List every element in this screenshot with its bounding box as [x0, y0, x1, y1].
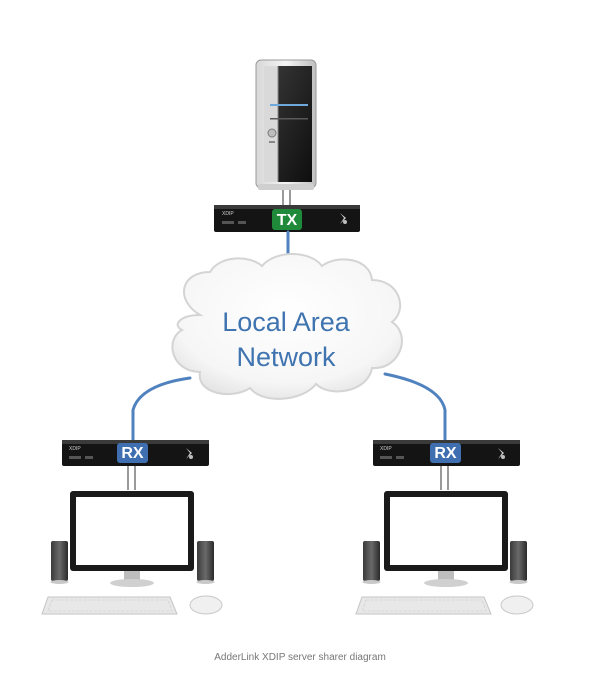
- transmitter-brand: XDIP: [222, 211, 234, 217]
- lan-label-line1: Local Area: [222, 307, 351, 337]
- rx-badge-right: [430, 443, 461, 463]
- adder-logo-icon: [498, 448, 505, 459]
- rx-left-cables: [127, 466, 136, 490]
- monitor-icon: [70, 491, 194, 587]
- speaker-icon: [196, 541, 215, 584]
- rx-badge-right-label: RX: [434, 445, 457, 462]
- receiver-right-brand: XDIP: [380, 446, 392, 452]
- adder-logo-icon: [186, 448, 193, 459]
- speaker-icon: [362, 541, 381, 584]
- transmitter-unit: XDIP TX: [214, 205, 360, 232]
- rx-right-cables: [440, 466, 449, 490]
- rx-badge-left-label: RX: [121, 445, 144, 462]
- keyboard-icon: [41, 596, 178, 615]
- workstation-right: [355, 491, 534, 615]
- diagram-caption: AdderLink XDIP server sharer diagram: [214, 652, 386, 663]
- rx-badge-left: [117, 443, 148, 463]
- tx-badge-label: TX: [277, 212, 298, 229]
- link-lan-to-rx-right: [383, 372, 447, 442]
- receiver-unit-right: XDIP RX: [373, 440, 520, 466]
- mouse-icon: [189, 595, 223, 615]
- server-tower-icon: [255, 59, 317, 190]
- receiver-left-brand: XDIP: [69, 446, 81, 452]
- tx-badge: [272, 209, 302, 230]
- receiver-unit-left: XDIP RX: [62, 440, 209, 466]
- keyboard-icon: [355, 596, 492, 615]
- monitor-icon: [384, 491, 508, 587]
- adder-logo-icon: [340, 213, 347, 224]
- workstation-left: [41, 491, 223, 615]
- speaker-icon: [50, 541, 69, 584]
- tower-cables: [282, 190, 291, 205]
- lan-label-line2: Network: [236, 342, 336, 372]
- link-lan-to-rx-left: [131, 376, 192, 442]
- mouse-icon: [500, 595, 534, 615]
- lan-cloud: Local Area Network: [171, 253, 403, 400]
- speaker-icon: [509, 541, 528, 584]
